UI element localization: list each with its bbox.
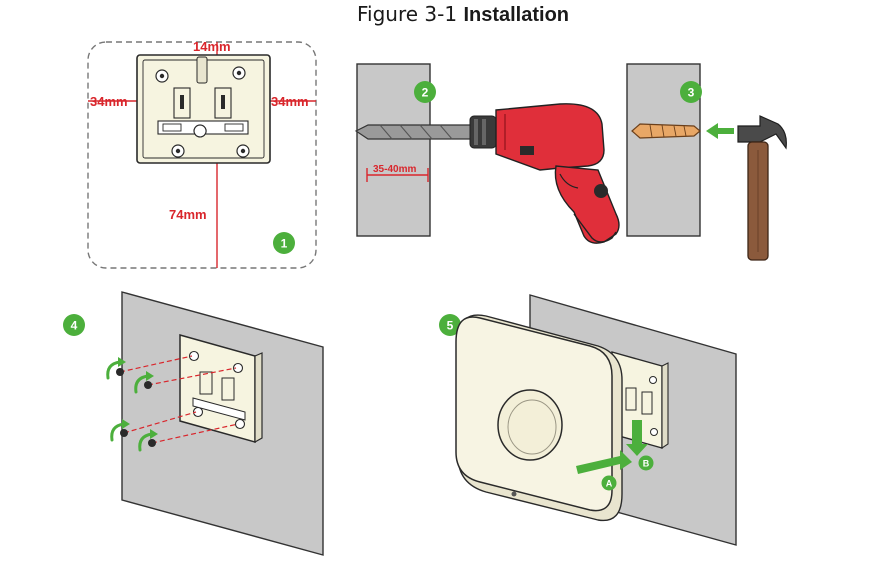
arrow-icon	[706, 123, 734, 139]
step-badge-5	[439, 314, 461, 336]
hammer-icon	[737, 115, 787, 261]
dimension-left: 34mm	[90, 94, 128, 109]
panel-step-4: 4	[63, 291, 324, 556]
mounting-plate-icon	[136, 54, 271, 164]
screw-icon	[116, 368, 156, 447]
step-badge-4	[63, 314, 85, 336]
panel-step-3: 3	[626, 63, 787, 261]
template-outline	[87, 41, 317, 269]
step-badge-2	[414, 81, 436, 103]
dimension-right: 34mm	[271, 94, 309, 109]
step-number-4: 4	[71, 319, 78, 333]
dimension-top: 14mm	[193, 39, 231, 54]
callout-b: B	[643, 459, 650, 469]
figure-number: Figure 3-1	[356, 2, 458, 26]
callout-a-badge	[601, 475, 617, 491]
drill-depth-label: 35-40mm	[373, 164, 416, 175]
step-badge-1	[273, 232, 295, 254]
callout-b-badge	[638, 455, 654, 471]
panel-step-5: 5 A B	[439, 294, 737, 546]
callout-a: A	[606, 479, 613, 489]
alignment-lines	[119, 355, 239, 444]
panel-step-1: 14mm 34mm 34mm 74mm 1	[87, 39, 317, 269]
wall-anchor-icon	[631, 123, 701, 139]
step-number-1: 1	[281, 237, 288, 251]
step-number-2: 2	[422, 86, 429, 100]
rotate-arrow-icon	[106, 360, 154, 452]
arrow-icon	[576, 420, 648, 474]
figure-title: Figure 3-1 Installation	[0, 2, 872, 27]
access-point-icon	[455, 314, 623, 522]
step-number-5: 5	[447, 319, 454, 333]
drill-icon	[354, 103, 620, 244]
panel-step-2: 2 35-40mm	[354, 63, 620, 244]
step-number-3: 3	[688, 86, 695, 100]
step-badge-3	[680, 81, 702, 103]
mounting-plate-icon	[179, 334, 263, 444]
figure-name: Installation	[463, 4, 570, 26]
dimension-bottom: 74mm	[169, 207, 207, 222]
